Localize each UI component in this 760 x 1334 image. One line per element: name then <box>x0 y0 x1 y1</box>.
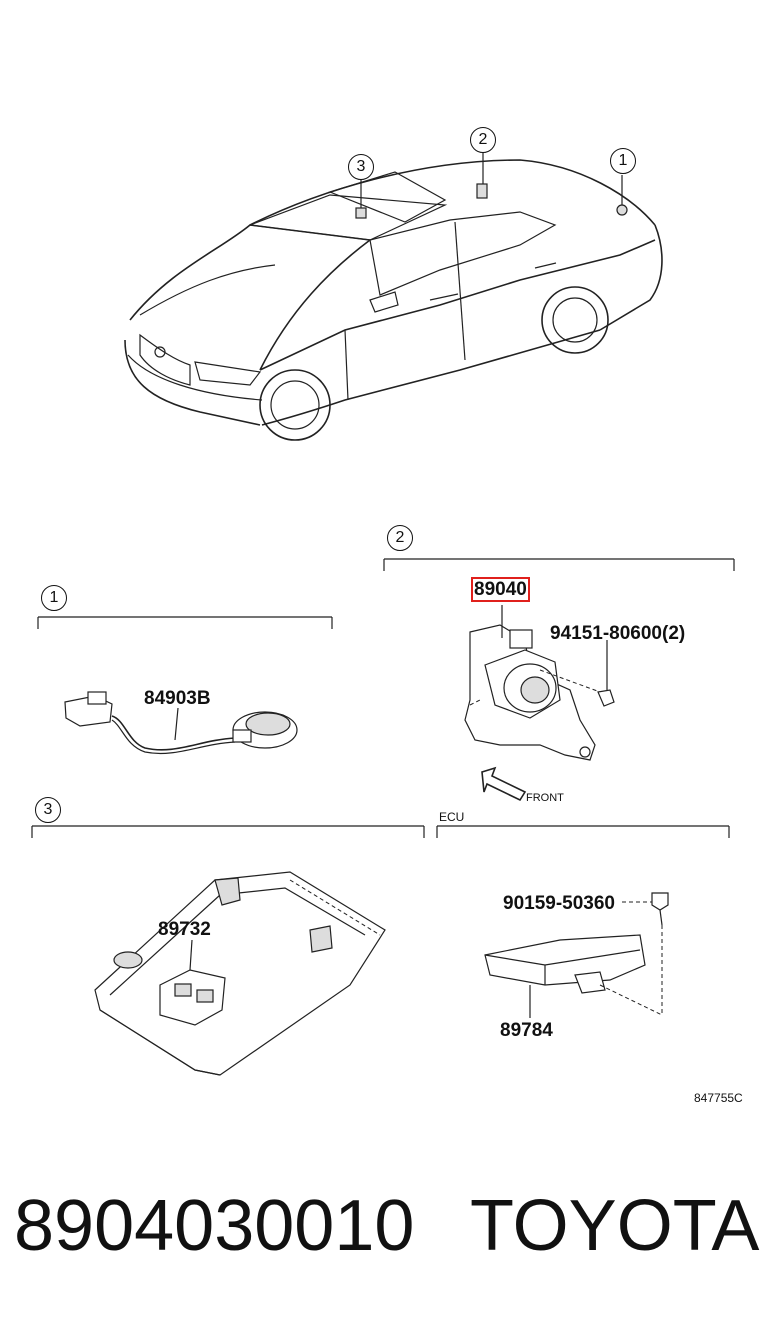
sensor-89040-drawing <box>464 605 615 802</box>
section-1-bracket <box>37 616 333 629</box>
figure-code: 847755C <box>694 1091 743 1105</box>
part-90159-label[interactable]: 90159-50360 <box>503 893 615 914</box>
front-direction-label: FRONT <box>526 792 564 804</box>
part-94151-label[interactable]: 94151-80600(2) <box>550 623 686 644</box>
part-89040-label[interactable]: 89040 <box>471 577 530 602</box>
callout-car-2: 2 <box>470 127 496 153</box>
car-illustration <box>124 153 663 441</box>
callout-car-1: 1 <box>610 148 636 174</box>
callout-section-1: 1 <box>41 585 67 611</box>
callout-section-2: 2 <box>387 525 413 551</box>
callout-section-3: 3 <box>35 797 61 823</box>
ecu-89784-drawing <box>484 892 669 1018</box>
part-89732-label[interactable]: 89732 <box>158 919 211 940</box>
footer-brand: TOYOTA <box>470 1186 760 1266</box>
part-84903b-label[interactable]: 84903B <box>144 688 211 709</box>
part-89784-label[interactable]: 89784 <box>500 1020 553 1041</box>
section-3-bracket <box>31 825 425 838</box>
ecu-bracket <box>436 825 730 838</box>
section-2-bracket <box>383 558 735 571</box>
footer-part-number: 8904030010 <box>14 1186 415 1266</box>
ecu-section-label: ECU <box>439 810 465 824</box>
sensor-84903b-drawing <box>64 691 298 755</box>
callout-car-3: 3 <box>348 154 374 180</box>
console-89732-drawing <box>94 871 386 1076</box>
